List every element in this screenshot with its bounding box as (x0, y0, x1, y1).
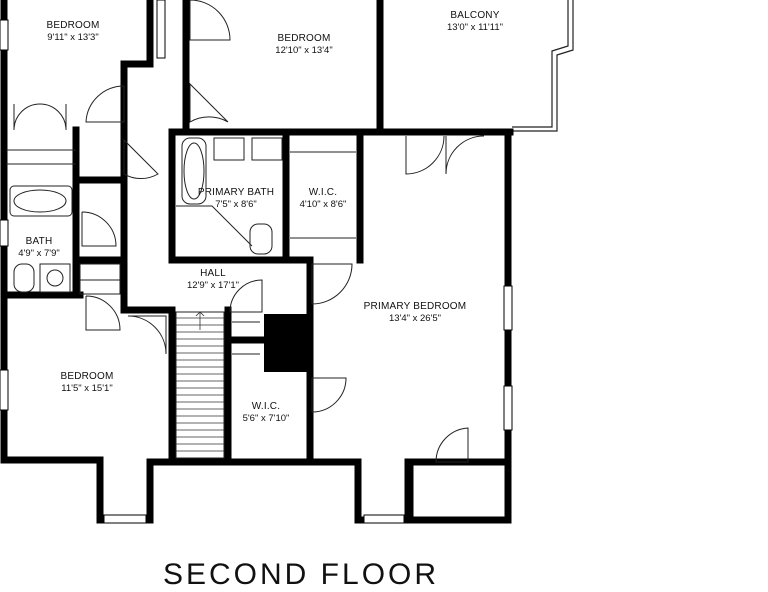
room-label-bedroom-nw: BEDROOM 9'11" x 13'3" (46, 20, 99, 44)
room-label-bath: BATH 4'9" x 7'9" (18, 236, 60, 260)
floor-plan (0, 0, 574, 524)
room-name: PRIMARY BEDROOM (363, 301, 467, 312)
room-name: W.I.C. (251, 401, 281, 412)
room-dimensions: 4'10" x 8'6" (299, 199, 347, 210)
stair-treads (176, 317, 224, 452)
room-name: BEDROOM (46, 20, 100, 31)
room-name: BATH (25, 236, 53, 247)
room-label-balcony: BALCONY 13'0" x 11'11" (447, 10, 503, 34)
room-dimensions: 11'5" x 15'1" (61, 383, 113, 394)
chimney (264, 314, 312, 372)
room-name: W.I.C. (308, 187, 338, 198)
room-dimensions: 13'4" x 26'5" (388, 313, 442, 324)
room-name: PRIMARY BATH (197, 187, 275, 198)
room-label-primary-bath: PRIMARY BATH 7'5" x 8'6" (198, 187, 274, 211)
stair-arrow (195, 311, 205, 330)
exterior-walls (0, 0, 514, 524)
room-label-bedroom-north: BEDROOM 12'10" x 13'4" (275, 33, 332, 57)
room-name: BEDROOM (60, 371, 114, 382)
room-dimensions: 9'11" x 13'3" (47, 32, 99, 43)
room-name: BALCONY (450, 10, 500, 21)
room-name: HALL (200, 268, 226, 279)
room-label-hall: HALL 12'9" x 17'1" (187, 268, 239, 292)
room-label-primary-bedroom: PRIMARY BEDROOM 13'4" x 26'5" (364, 301, 467, 325)
floor-title: SECOND FLOOR (163, 558, 440, 591)
room-name: BEDROOM (277, 33, 331, 44)
door-swings (13, 0, 485, 463)
room-dimensions: 5'6" x 7'10" (242, 413, 290, 424)
room-dimensions: 12'10" x 13'4" (275, 45, 333, 56)
room-dimensions: 7'5" x 8'6" (215, 199, 257, 210)
room-dimensions: 12'9" x 17'1" (186, 280, 240, 291)
room-label-wic-bath: W.I.C. 4'10" x 8'6" (300, 187, 347, 211)
room-label-bedroom-sw: BEDROOM 11'5" x 15'1" (60, 371, 113, 395)
staircase (175, 311, 225, 459)
room-dimensions: 13'0" x 11'11" (447, 22, 503, 33)
windows (0, 0, 513, 524)
fixtures (6, 137, 356, 355)
room-label-wic-hall: W.I.C. 5'6" x 7'10" (243, 401, 290, 425)
room-dimensions: 4'9" x 7'9" (18, 248, 60, 259)
